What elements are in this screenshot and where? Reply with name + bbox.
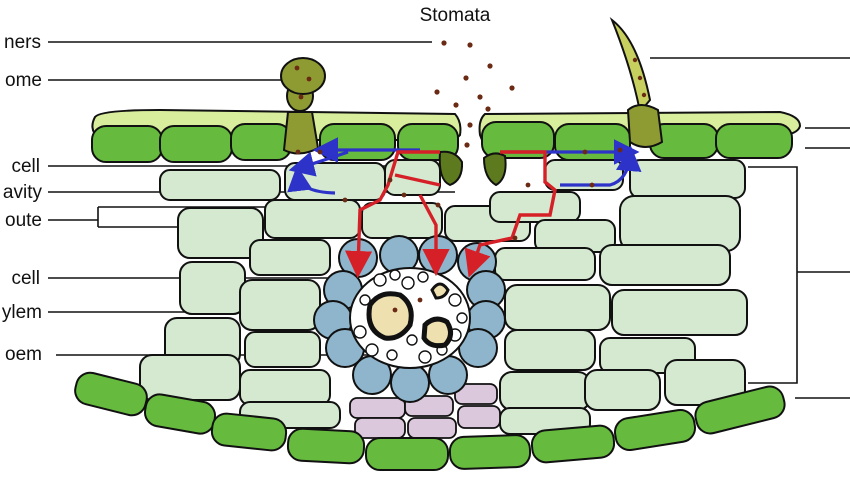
xylem-small <box>421 316 453 349</box>
xylem-top <box>430 282 450 300</box>
trichome-left <box>280 57 326 155</box>
label-sheath-cell: cell <box>11 268 40 289</box>
label-trichomers: ners <box>4 32 41 53</box>
label-trichome: ome <box>5 70 42 91</box>
xylem-vessels <box>366 282 453 349</box>
label-xylem: ylem <box>2 302 42 323</box>
lower-epidermis <box>74 371 786 471</box>
particles <box>434 40 515 148</box>
label-phloem: oem <box>5 344 42 365</box>
route-dots <box>295 147 623 313</box>
label-guard-cell: cell <box>11 156 40 177</box>
xylem-large <box>366 291 414 341</box>
leader-right-mesophyll-bracket <box>748 166 850 384</box>
guard-cell-right <box>482 152 507 187</box>
stomata-title: Stomata <box>420 5 491 26</box>
leader-route <box>48 206 340 228</box>
red-route <box>344 150 557 279</box>
right-leaders <box>650 57 850 399</box>
phloem-cells <box>349 383 501 439</box>
label-cavity: avity <box>3 182 43 203</box>
guard-cell-left <box>438 150 464 187</box>
label-route: oute <box>5 210 42 231</box>
